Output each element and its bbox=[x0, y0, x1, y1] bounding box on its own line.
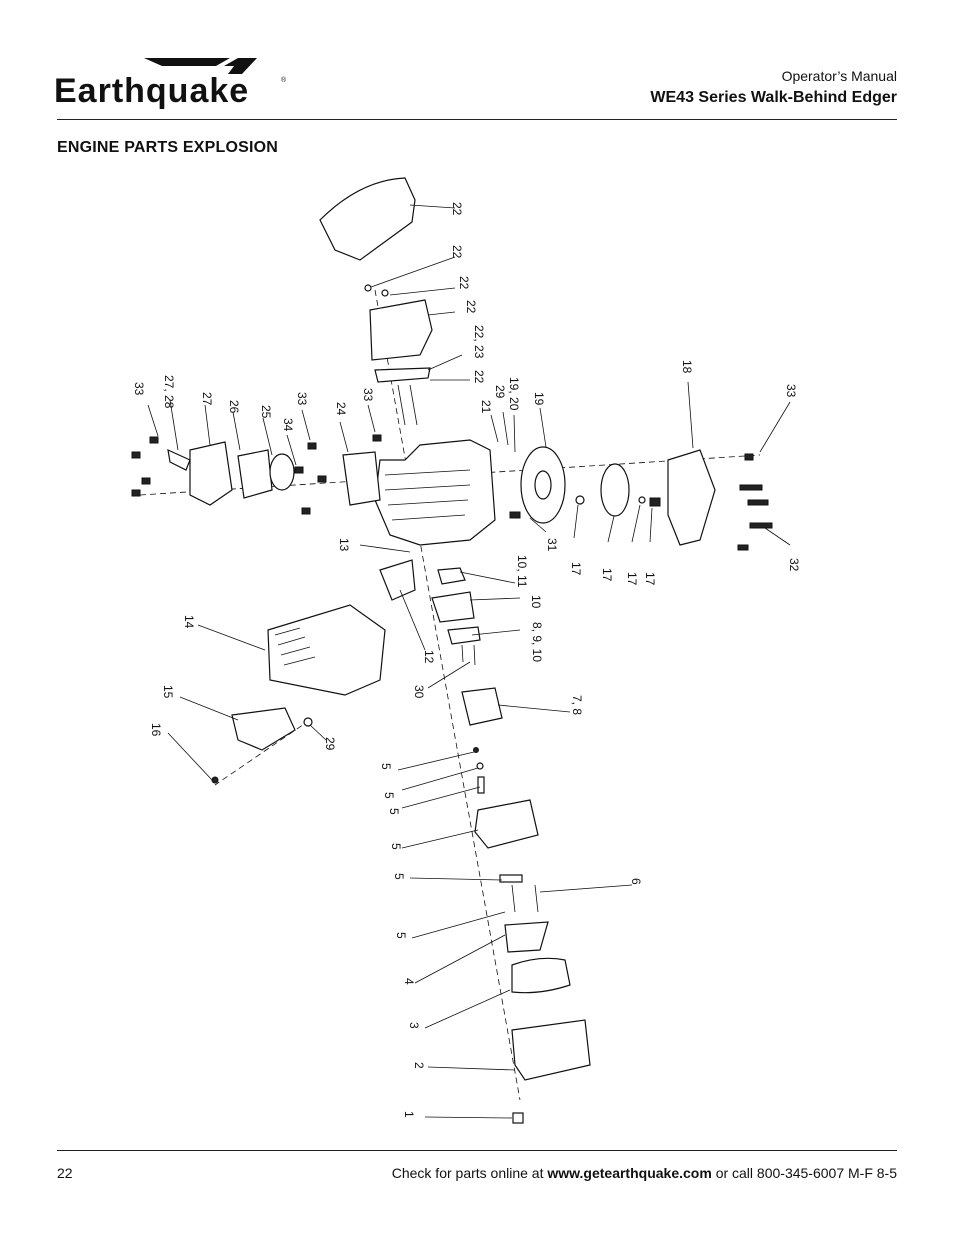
callout-17: 17 bbox=[643, 572, 657, 586]
muffler-gasket bbox=[374, 367, 431, 383]
clutch-housing bbox=[667, 449, 716, 546]
cover-knob bbox=[512, 1112, 524, 1124]
callout-33: 33 bbox=[295, 392, 309, 406]
callout-29: 29 bbox=[323, 737, 337, 751]
air-filter-base bbox=[474, 799, 539, 849]
page-header: Earthquake ® Operator’s Manual WE43 Seri… bbox=[0, 0, 954, 122]
callout-30: 30 bbox=[412, 685, 426, 699]
callout-22: 22 bbox=[464, 300, 478, 314]
callout-19-20: 19, 20 bbox=[507, 377, 521, 411]
callout-34: 34 bbox=[281, 418, 295, 432]
engine-cylinder bbox=[374, 439, 496, 546]
header-divider bbox=[57, 119, 897, 120]
series-title: WE43 Series Walk-Behind Edger bbox=[650, 89, 897, 106]
bolts-left bbox=[131, 434, 382, 515]
callout-labels: 22 22 22 22 22, 23 22 33 27, 28 27 26 25… bbox=[132, 202, 801, 1118]
callout-10-11: 10, 11 bbox=[515, 555, 529, 588]
callout-5: 5 bbox=[394, 932, 408, 939]
callout-5: 5 bbox=[382, 792, 396, 799]
callout-1: 1 bbox=[402, 1111, 416, 1118]
callout-19: 19 bbox=[532, 392, 546, 406]
callout-7-8: 7, 8 bbox=[570, 695, 584, 715]
muffler-nut bbox=[364, 284, 372, 292]
callout-27-28: 27, 28 bbox=[162, 375, 176, 409]
callout-33: 33 bbox=[361, 388, 375, 402]
callout-16: 16 bbox=[149, 723, 163, 737]
website-link[interactable]: www.getearthquake.com bbox=[547, 1165, 712, 1181]
callout-17: 17 bbox=[625, 572, 639, 586]
svg-text:®: ® bbox=[281, 76, 287, 84]
callout-22: 22 bbox=[472, 370, 486, 384]
callout-33: 33 bbox=[132, 382, 146, 396]
exploded-view-svg: 22 22 22 22 22, 23 22 33 27, 28 27 26 25… bbox=[131, 177, 801, 1124]
top-shroud bbox=[319, 177, 416, 261]
engine-shroud bbox=[267, 604, 386, 696]
callout-5: 5 bbox=[392, 873, 406, 880]
ignition-coil bbox=[379, 559, 416, 601]
cover-axis bbox=[214, 719, 311, 786]
callout-13: 13 bbox=[337, 538, 351, 552]
crankcase-cover bbox=[342, 451, 381, 506]
callout-3: 3 bbox=[407, 1022, 421, 1029]
footer-contact: Check for parts online at www.getearthqu… bbox=[392, 1165, 897, 1181]
callout-12: 12 bbox=[422, 650, 436, 664]
footer-suffix: or call 800-345-6007 M-F 8-5 bbox=[715, 1165, 897, 1181]
callout-22: 22 bbox=[450, 202, 464, 216]
callout-6: 6 bbox=[629, 878, 643, 885]
callout-31: 31 bbox=[545, 538, 559, 552]
bolts-right bbox=[509, 453, 773, 551]
muffler bbox=[369, 299, 433, 361]
callout-8-9-10: 8, 9, 10 bbox=[530, 622, 544, 662]
filter-screen bbox=[504, 921, 549, 953]
callout-4: 4 bbox=[402, 978, 416, 985]
callout-15: 15 bbox=[161, 685, 175, 699]
intake-gasket bbox=[437, 567, 466, 585]
callout-29: 29 bbox=[493, 385, 507, 399]
carburetor bbox=[461, 687, 503, 726]
svg-text:Earthquake: Earthquake bbox=[54, 72, 249, 110]
callout-32: 32 bbox=[787, 558, 801, 572]
callout-14: 14 bbox=[182, 615, 196, 629]
callout-21: 21 bbox=[479, 400, 493, 414]
callout-25: 25 bbox=[259, 405, 273, 419]
starter-gasket bbox=[237, 449, 273, 499]
callout-26: 26 bbox=[227, 400, 241, 414]
pulley bbox=[269, 453, 295, 491]
manual-label: Operator’s Manual bbox=[781, 68, 897, 84]
carb-gasket bbox=[447, 626, 481, 645]
callout-22: 22 bbox=[457, 276, 471, 290]
clutch bbox=[600, 463, 630, 517]
page-number: 22 bbox=[57, 1165, 73, 1181]
callout-17: 17 bbox=[600, 568, 614, 582]
callout-5: 5 bbox=[387, 808, 401, 815]
earthquake-logo: Earthquake ® bbox=[54, 58, 287, 110]
callout-2: 2 bbox=[412, 1062, 426, 1069]
callout-22: 22 bbox=[450, 245, 464, 259]
air-cover bbox=[231, 707, 296, 751]
air-filter-cover bbox=[511, 1019, 591, 1081]
section-title: ENGINE PARTS EXPLOSION bbox=[57, 139, 279, 156]
callout-10: 10 bbox=[529, 595, 543, 609]
footer-prefix: Check for parts online at bbox=[391, 1165, 544, 1181]
starter-housing bbox=[189, 441, 233, 506]
air-filter-element bbox=[511, 957, 571, 994]
callout-22-23: 22, 23 bbox=[472, 325, 486, 359]
engine-exploded-diagram: 22 22 22 22 22, 23 22 33 27, 28 27 26 25… bbox=[0, 160, 954, 1140]
leader-lines bbox=[147, 381, 791, 1119]
insulator bbox=[431, 591, 475, 623]
callout-5: 5 bbox=[389, 843, 403, 850]
callout-5: 5 bbox=[379, 763, 393, 770]
callout-33: 33 bbox=[784, 384, 798, 398]
footer-divider bbox=[57, 1150, 897, 1151]
callout-24: 24 bbox=[334, 402, 348, 416]
callout-17: 17 bbox=[569, 562, 583, 576]
callout-18: 18 bbox=[680, 360, 694, 374]
callout-27: 27 bbox=[200, 392, 214, 406]
vertical-axis bbox=[374, 289, 521, 1101]
